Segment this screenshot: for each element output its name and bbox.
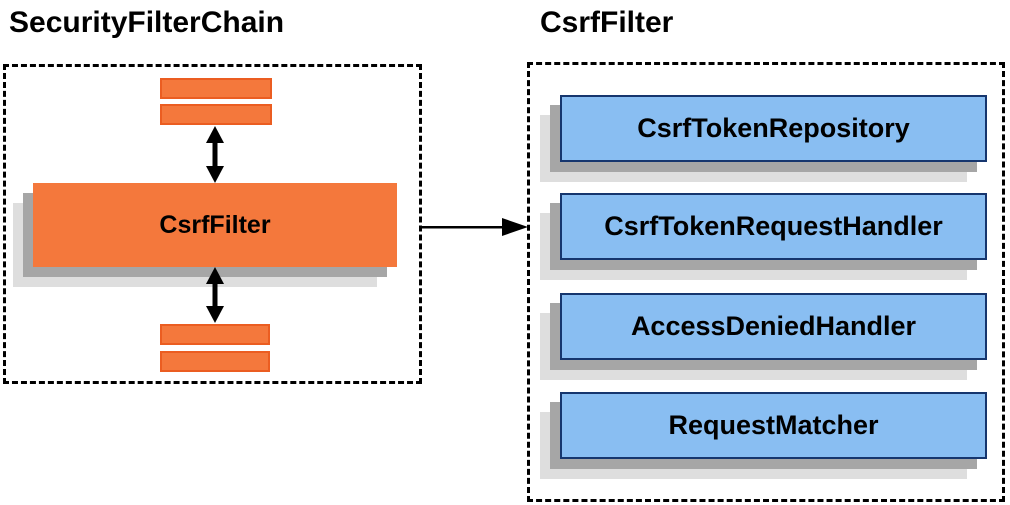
flow-arrow-icon [422,218,528,236]
filter-placeholder-bar [160,78,272,99]
security-filter-chain-container [3,64,422,384]
filter-placeholder-bar [160,104,272,125]
filter-placeholder-bar [160,351,270,372]
filter-placeholder-bar [160,324,270,345]
bidirectional-arrow-icon [206,126,224,183]
csrf-filter-container [527,62,1005,502]
csrf-filter-box: CsrfFilter [33,183,397,267]
component-box-access-denied-handler: AccessDeniedHandler [560,293,987,360]
component-label: AccessDeniedHandler [630,311,917,341]
component-box-csrf-token-repository: CsrfTokenRepository [560,95,987,162]
component-label: CsrfTokenRepository [637,113,910,143]
right-group-title: CsrfFilter [540,6,674,39]
component-box-request-matcher: RequestMatcher [560,392,987,459]
bidirectional-arrow-icon [206,267,224,323]
component-label: CsrfTokenRequestHandler [604,211,943,241]
left-group-title: SecurityFilterChain [9,6,285,39]
component-label: RequestMatcher [668,410,879,440]
component-box-csrf-token-request-handler: CsrfTokenRequestHandler [560,193,987,260]
csrf-filter-box-label: CsrfFilter [159,210,271,239]
